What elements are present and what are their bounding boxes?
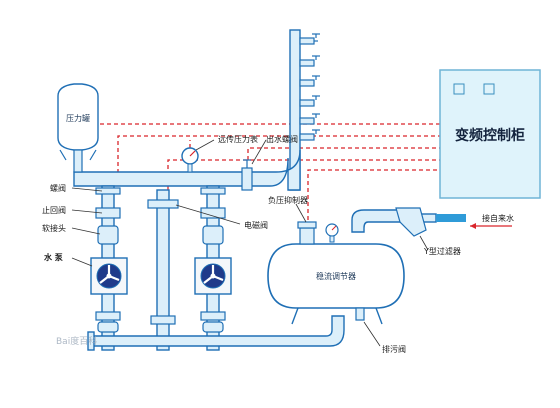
stabilizer-legs	[291, 307, 383, 325]
bypass-pipe	[156, 189, 170, 351]
pump2-bottom-joint	[202, 321, 224, 333]
neg-pressure-suppressor-body	[299, 227, 315, 245]
soft-joint-1	[97, 225, 119, 245]
vfd-cabinet: 变频控制柜	[439, 69, 541, 199]
butterfly-valve-label: 螺阀	[50, 183, 66, 193]
riser-valve	[299, 95, 320, 107]
drain-pipe	[355, 307, 365, 321]
check-valve-2	[200, 207, 226, 219]
pump-label: 水 泵	[43, 252, 63, 262]
pump1-bottom-flange	[95, 311, 121, 321]
butterfly-valve-2	[200, 187, 226, 195]
solenoid-valve-label: 电磁阀	[244, 220, 268, 230]
y-filter-label: Y型过滤器	[423, 246, 461, 256]
cabinet-indicator-right	[483, 83, 495, 95]
riser-valve	[299, 113, 320, 125]
remote-pressure-gauge	[181, 147, 199, 173]
inlet-water	[436, 214, 466, 222]
pressure-tank-legs	[59, 149, 97, 161]
leader-lines	[71, 139, 429, 347]
check-valve-label: 止回阀	[42, 205, 66, 215]
soft-joint-label: 软接头	[42, 223, 66, 233]
check-valve-1	[95, 207, 121, 219]
butterfly-valve-1	[95, 187, 121, 195]
pump-1	[90, 257, 128, 295]
neg-pressure-suppressor-cap	[297, 221, 317, 229]
riser-valve	[299, 55, 320, 67]
solenoid-valve-body	[147, 199, 179, 209]
bottom-flange	[87, 331, 95, 351]
soft-joint-2	[202, 225, 224, 245]
pump2-fittings	[200, 187, 226, 333]
stabilizer-tank: 稳流调节器	[267, 221, 405, 325]
outlet-valve-label: 出水螺阀	[266, 134, 298, 144]
pump2-bottom-flange	[200, 311, 226, 321]
riser-valve	[299, 33, 320, 45]
riser-valve	[299, 129, 320, 141]
pump1-bottom-joint	[97, 321, 119, 333]
pressure-tank-pipe	[73, 149, 83, 173]
stabilizer-gauge	[325, 223, 339, 243]
bottom-header	[91, 315, 345, 347]
remote-gauge-label: 远传压力表	[218, 134, 258, 144]
cabinet-indicator-left	[453, 83, 465, 95]
riser-valves	[299, 33, 320, 141]
neg-pressure-suppressor-label: 负压抑制器	[268, 195, 308, 205]
y-filter	[395, 207, 427, 237]
pump-2	[194, 257, 232, 295]
vfd-cabinet-label: 变频控制柜	[455, 127, 525, 144]
inlet-label: 接自来水	[482, 213, 514, 223]
control-line-4	[247, 147, 440, 160]
watermark: Bai度百科	[56, 335, 97, 347]
outlet-butterfly-valve	[241, 159, 253, 191]
drain-valve-label: 排污阀	[382, 344, 406, 354]
control-line-6	[307, 169, 440, 220]
riser-valve	[299, 75, 320, 87]
bypass-fittings	[147, 199, 179, 325]
bypass-bottom-flange	[150, 315, 176, 325]
stabilizer-label: 稳流调节器	[316, 271, 356, 281]
pressure-tank: 压力罐	[57, 83, 99, 173]
labels: 远传压力表 出水螺阀 螺阀 止回阀 软接头 水 泵 电磁阀 负压抑制器 Y型过滤…	[42, 134, 514, 354]
pressure-tank-label: 压力罐	[66, 113, 90, 123]
inlet-arrow	[436, 214, 512, 229]
control-line-2	[117, 135, 440, 180]
pump1-fittings	[95, 187, 121, 333]
